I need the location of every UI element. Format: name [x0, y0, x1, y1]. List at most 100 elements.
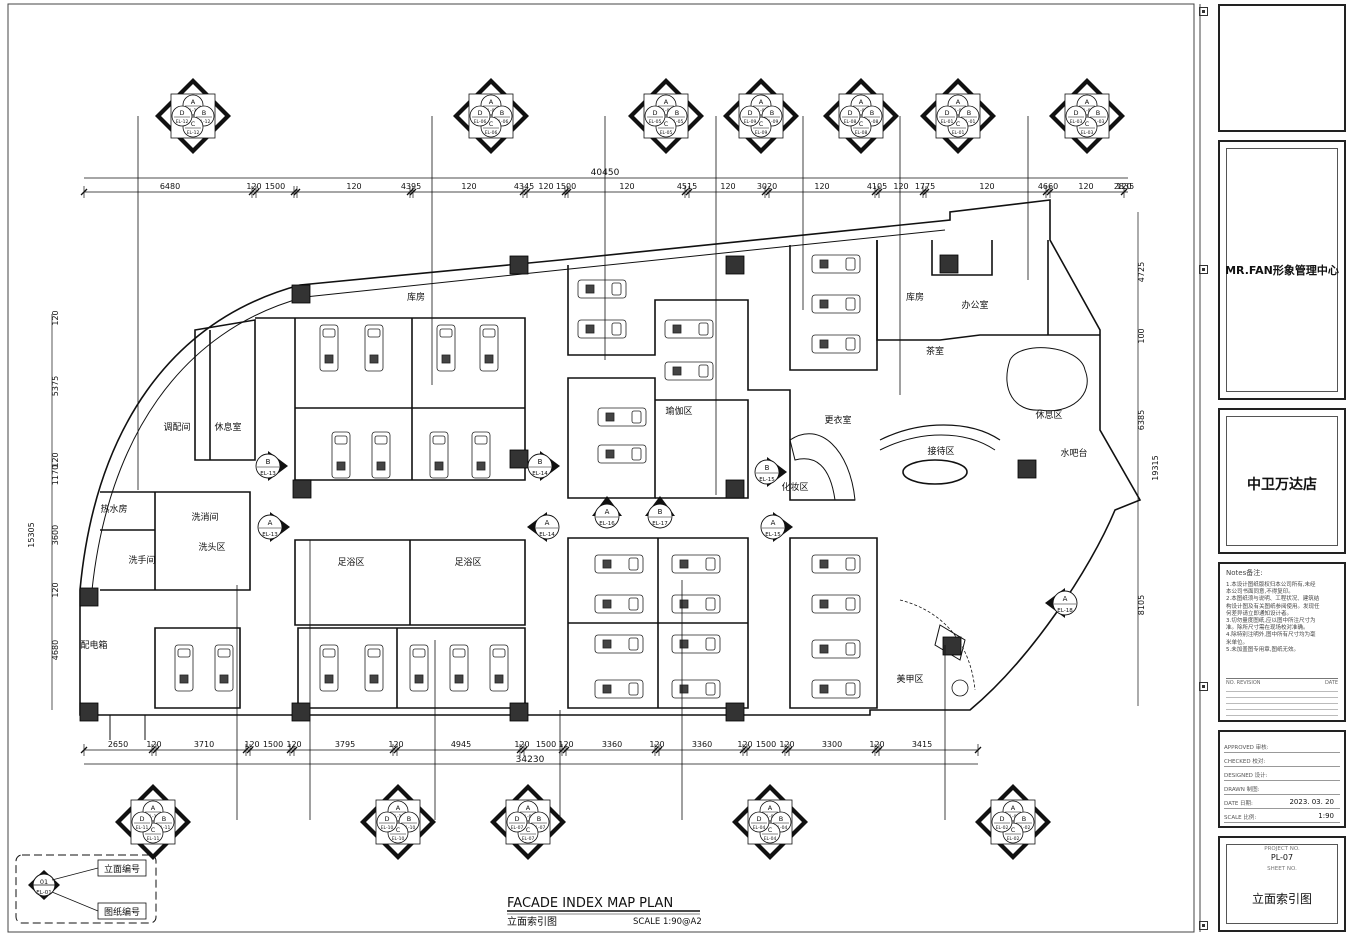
massage-bed	[811, 334, 861, 354]
room-label: 足浴区	[337, 557, 364, 568]
dim-top: 4345	[514, 182, 534, 191]
dim-left: 5375	[51, 376, 60, 396]
marker-letter: D	[756, 815, 761, 823]
marker-sheet-id: EL-12	[187, 130, 200, 136]
massage-bed	[811, 679, 861, 699]
dim-bottom: 3710	[194, 740, 214, 749]
elevation-marker-single: BEL-13	[255, 451, 288, 481]
massage-bed	[597, 444, 647, 464]
marker-letter: D	[139, 815, 144, 823]
massage-bed	[597, 407, 647, 427]
dim-top: 2835	[1114, 182, 1134, 191]
dim-bottom: 120	[649, 740, 664, 749]
note-line: 准。除所尺寸需在现场校对准确。	[1226, 625, 1309, 632]
massage-bed	[671, 634, 721, 654]
marker-letter: A	[1063, 595, 1068, 603]
room-label: 洗头区	[198, 541, 225, 553]
marker-sheet-id: EL-06	[485, 130, 498, 136]
massage-bed	[214, 644, 234, 692]
marker-letter: A	[605, 508, 610, 516]
signoff-label: DATE 日期:	[1224, 801, 1253, 807]
massage-bed	[577, 319, 627, 339]
room-label: 休息室	[214, 421, 241, 433]
dim-top: 4660	[1038, 182, 1058, 191]
marker-letter: A	[1085, 98, 1090, 106]
massage-bed	[664, 361, 714, 381]
signoff-label: CHECKED 校对:	[1224, 759, 1266, 765]
massage-bed	[371, 431, 391, 479]
dim-bottom: 120	[558, 740, 573, 749]
dim-overall-left: 15305	[27, 522, 36, 547]
massage-bed	[594, 634, 644, 654]
marker-letter: C	[191, 120, 196, 128]
dim-bottom: 120	[146, 740, 161, 749]
marker-sheet-id: EL-05	[671, 119, 684, 125]
marker-letter: A	[771, 519, 776, 527]
dim-bottom: 120	[869, 740, 884, 749]
marker-letter: D	[384, 815, 389, 823]
marker-letter: C	[664, 120, 669, 128]
registration-mark	[1199, 7, 1208, 16]
room-label: 化妆区	[781, 481, 808, 493]
room-label: 美甲区	[896, 673, 923, 685]
store-name: 中卫万达店	[1247, 477, 1317, 493]
massage-bed	[811, 254, 861, 274]
marker-sheet-id: EL-08	[866, 119, 879, 125]
room-label: 调配间	[163, 421, 190, 433]
dim-bottom: 1500	[756, 740, 776, 749]
signoff-row: DATE 日期:2023. 03. 20	[1224, 797, 1340, 809]
marker-letter: A	[859, 98, 864, 106]
room-label: 热水房	[100, 503, 127, 515]
marker-letter: D	[477, 109, 482, 117]
marker-sheet-id: EL-10	[403, 825, 416, 831]
marker-sheet-id: EL-12	[176, 119, 189, 125]
marker-letter: B	[765, 464, 770, 472]
dim-bottom: 120	[737, 740, 752, 749]
room-label: 配电箱	[80, 639, 107, 651]
marker-sheet-id: EL-11	[147, 836, 160, 842]
marker-letter: C	[1011, 826, 1016, 834]
dim-right: 6385	[1137, 410, 1146, 430]
marker-letter: B	[967, 109, 971, 117]
sheet-info-box: PROJECT NO. PL-07 SHEET NO. 立面索引图	[1218, 836, 1346, 932]
legend-num: 01	[40, 878, 48, 886]
marker-letter: C	[151, 826, 156, 834]
massage-bed	[331, 431, 351, 479]
room-label: 办公室	[961, 299, 988, 311]
marker-sheet-id: EL-03	[1070, 119, 1083, 125]
marker-sheet-id: EL-10	[381, 825, 394, 831]
marker-sheet-id: EL-08	[855, 108, 868, 114]
dim-right: 4725	[1137, 262, 1146, 282]
marker-sheet-id: EL-04	[775, 825, 788, 831]
dim-bottom: 3795	[335, 740, 355, 749]
massage-bed	[479, 324, 499, 372]
signoff-row: CHECKED 校对:	[1224, 755, 1340, 767]
marker-sheet-id: EL-05	[660, 108, 673, 114]
room-label: 接待区	[927, 445, 954, 457]
registration-mark	[1199, 682, 1208, 691]
massage-bed	[664, 319, 714, 339]
marker-sheet-id: EL-11	[136, 825, 149, 831]
dim-top: 4105	[867, 182, 887, 191]
marker-sheet-id: EL-17	[652, 521, 668, 527]
drawing-title-cn: 立面索引图	[507, 915, 557, 928]
marker-letter: A	[545, 519, 550, 527]
note-line: 米单位。	[1226, 639, 1249, 646]
dim-overall-bottom: 34230	[516, 755, 545, 765]
room-label: 瑜伽区	[665, 405, 692, 417]
elevation-marker-single: BEL-15	[754, 457, 787, 487]
legend-label-sheet: 图纸编号	[104, 906, 140, 918]
dim-bottom: 3415	[912, 740, 932, 749]
dim-top: 120	[619, 182, 634, 191]
marker-letter: B	[266, 458, 271, 466]
marker-letter: B	[500, 109, 504, 117]
marker-sheet-id: EL-09	[755, 108, 768, 114]
legend-sheet: EL-01	[36, 890, 51, 896]
massage-bed	[489, 644, 509, 692]
dim-left: 120	[51, 452, 60, 467]
room-label: 水吧台	[1060, 447, 1087, 459]
marker-sheet-id: EL-03	[1092, 119, 1105, 125]
